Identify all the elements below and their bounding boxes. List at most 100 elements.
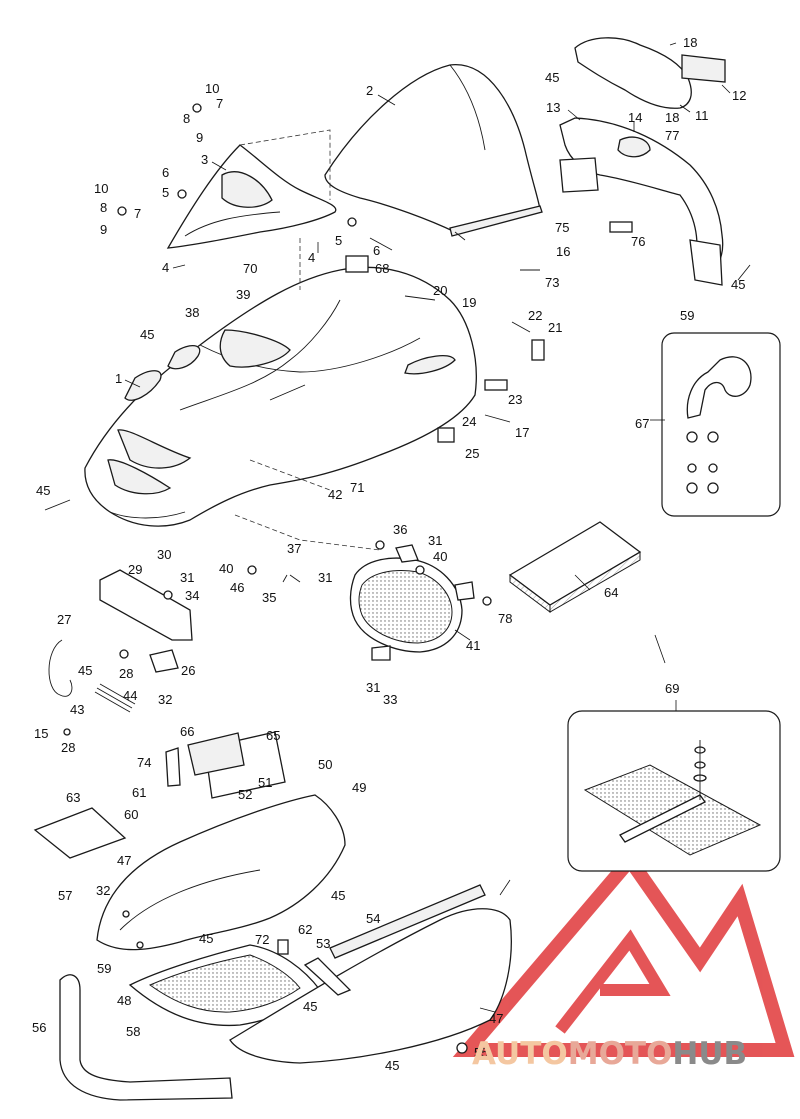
callout-9a: 9 xyxy=(196,130,203,145)
hood-assembly xyxy=(84,266,477,551)
callout-60: 60 xyxy=(124,807,138,822)
headlight-assembly xyxy=(349,544,475,661)
callout-31a: 31 xyxy=(180,570,194,585)
callout-56: 56 xyxy=(32,1020,46,1035)
callout-9b: 9 xyxy=(100,222,107,237)
box-part xyxy=(508,521,642,613)
callout-5a: 5 xyxy=(162,185,169,200)
callout-49: 49 xyxy=(352,780,366,795)
callout-51: 51 xyxy=(258,775,272,790)
callout-4b: 4 xyxy=(308,250,315,265)
console-assembly xyxy=(559,37,726,286)
callout-32a: 32 xyxy=(158,692,172,707)
callout-45e: 45 xyxy=(78,663,92,678)
callout-5b: 5 xyxy=(335,233,342,248)
callout-65: 65 xyxy=(266,728,280,743)
callout-23: 23 xyxy=(508,392,522,407)
callout-10b: 10 xyxy=(94,181,108,196)
callout-38: 38 xyxy=(185,305,199,320)
callout-57: 57 xyxy=(58,888,72,903)
callout-14: 14 xyxy=(628,110,642,125)
inset-mirror xyxy=(661,332,781,517)
callout-31c: 31 xyxy=(318,570,332,585)
callout-28a: 28 xyxy=(119,666,133,681)
callout-27: 27 xyxy=(57,612,71,627)
callout-3: 3 xyxy=(201,152,208,167)
callout-44: 44 xyxy=(123,688,137,703)
callout-47a: 47 xyxy=(117,853,131,868)
callout-26: 26 xyxy=(181,663,195,678)
watermark-word-hub: HUB xyxy=(672,1036,747,1072)
callout-29: 29 xyxy=(128,562,142,577)
callout-10a: 10 xyxy=(205,81,219,96)
callout-4a: 4 xyxy=(162,260,169,275)
callout-15: 15 xyxy=(34,726,48,741)
callout-67: 67 xyxy=(635,416,649,431)
leader-lines xyxy=(124,42,731,1013)
callout-8a: 8 xyxy=(183,111,190,126)
callout-53: 53 xyxy=(316,936,330,951)
callout-19: 19 xyxy=(462,295,476,310)
callout-11: 11 xyxy=(695,108,709,123)
callout-36: 36 xyxy=(393,522,407,537)
callout-72: 72 xyxy=(255,932,269,947)
callout-43: 43 xyxy=(70,702,84,717)
callout-7a: 7 xyxy=(216,96,223,111)
callout-45d: 45 xyxy=(731,277,745,292)
watermark-logo xyxy=(452,848,795,1057)
callout-25: 25 xyxy=(465,446,479,461)
callout-18a: 18 xyxy=(683,35,697,50)
bracket-group xyxy=(48,569,193,713)
callout-69: 69 xyxy=(665,681,679,696)
callout-77: 77 xyxy=(665,128,679,143)
callout-54: 54 xyxy=(366,911,380,926)
callout-31b: 31 xyxy=(428,533,442,548)
callout-45i: 45 xyxy=(385,1058,399,1073)
callout-16: 16 xyxy=(556,244,570,259)
callout-13: 13 xyxy=(546,100,560,115)
callout-62: 62 xyxy=(298,922,312,937)
watermark-text: AUTOMOTOHUB xyxy=(472,1036,747,1072)
callout-1: 1 xyxy=(115,371,122,386)
callout-6b: 6 xyxy=(373,243,380,258)
callout-59b: 59 xyxy=(97,961,111,976)
callout-2: 2 xyxy=(366,83,373,98)
callout-50: 50 xyxy=(318,757,332,772)
callout-33: 33 xyxy=(383,692,397,707)
svg-text:AUTOMOTOHUB: AUTOMOTOHUB xyxy=(472,1036,747,1072)
callout-63: 63 xyxy=(66,790,80,805)
callout-45c: 45 xyxy=(545,70,559,85)
callout-35: 35 xyxy=(262,590,276,605)
callout-74: 74 xyxy=(137,755,151,770)
callout-37: 37 xyxy=(287,541,301,556)
callout-30: 30 xyxy=(157,547,171,562)
callout-32b: 32 xyxy=(96,883,110,898)
callout-7b: 7 xyxy=(134,206,141,221)
callout-labels: 1 2 3 4 4 5 5 6 6 7 7 8 8 9 9 10 10 11 1… xyxy=(32,35,746,1073)
callout-12: 12 xyxy=(732,88,746,103)
callout-58: 58 xyxy=(126,1024,140,1039)
callout-48: 48 xyxy=(117,993,131,1008)
callout-47b: 47 xyxy=(489,1011,503,1026)
callout-31d: 31 xyxy=(366,680,380,695)
watermark-word-auto: AUTO xyxy=(472,1036,568,1072)
callout-45g: 45 xyxy=(199,931,213,946)
callout-8b: 8 xyxy=(100,200,107,215)
callout-68: 68 xyxy=(375,261,389,276)
callout-64: 64 xyxy=(604,585,618,600)
callout-22: 22 xyxy=(528,308,542,323)
hardware xyxy=(44,103,751,1054)
callout-45b: 45 xyxy=(36,483,50,498)
callout-70: 70 xyxy=(243,261,257,276)
callout-34: 34 xyxy=(185,588,199,603)
callout-21: 21 xyxy=(548,320,562,335)
label-plates xyxy=(33,731,286,859)
side-panels xyxy=(59,794,512,1101)
callout-41: 41 xyxy=(466,638,480,653)
callout-45a: 45 xyxy=(140,327,154,342)
callout-45f: 45 xyxy=(331,888,345,903)
callout-59a: 59 xyxy=(680,308,694,323)
callout-6a: 6 xyxy=(162,165,169,180)
callout-40b: 40 xyxy=(433,549,447,564)
callout-78: 78 xyxy=(498,611,512,626)
